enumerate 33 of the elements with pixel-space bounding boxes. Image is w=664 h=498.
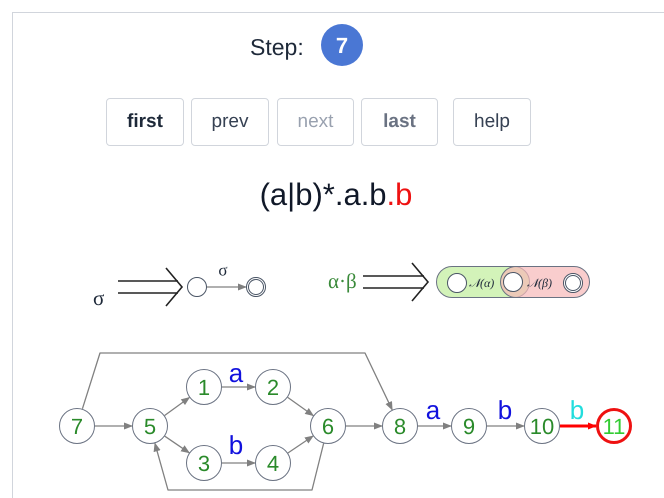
automaton-label: 𝒩(β) — [527, 275, 552, 292]
regex-text: (a|b)*.a.b — [260, 176, 387, 214]
edge-label: σ — [218, 262, 228, 278]
arrow — [82, 352, 393, 411]
arrow — [222, 459, 256, 467]
automaton-label: 𝒩(α) — [469, 275, 494, 292]
edge-label: b — [228, 432, 244, 458]
first-button: first — [106, 98, 184, 146]
arrow — [207, 283, 247, 291]
arrow — [288, 435, 314, 454]
concat-label: α·β — [328, 268, 357, 295]
step-badge: 7 — [321, 24, 363, 66]
edge-label: b — [570, 397, 584, 423]
arrow — [164, 436, 190, 454]
arrow — [95, 422, 133, 430]
symbol-label: σ — [93, 285, 104, 312]
prev-button: prev — [191, 98, 269, 146]
arrow — [222, 383, 256, 391]
arrow — [560, 422, 597, 430]
edge-label: a — [228, 360, 244, 386]
arrow — [487, 422, 525, 430]
help-button: help — [453, 98, 531, 146]
arrow — [164, 396, 190, 416]
step-label: Step: — [250, 33, 304, 62]
regex-current-part: .b — [386, 176, 412, 214]
last-button: last — [361, 98, 438, 146]
arrow — [154, 442, 324, 491]
arrow — [287, 396, 314, 416]
next-button: next — [277, 98, 354, 146]
edge-label: b — [498, 397, 512, 423]
arrow — [418, 422, 452, 430]
arrow — [346, 422, 383, 430]
edge-label: a — [426, 397, 440, 423]
